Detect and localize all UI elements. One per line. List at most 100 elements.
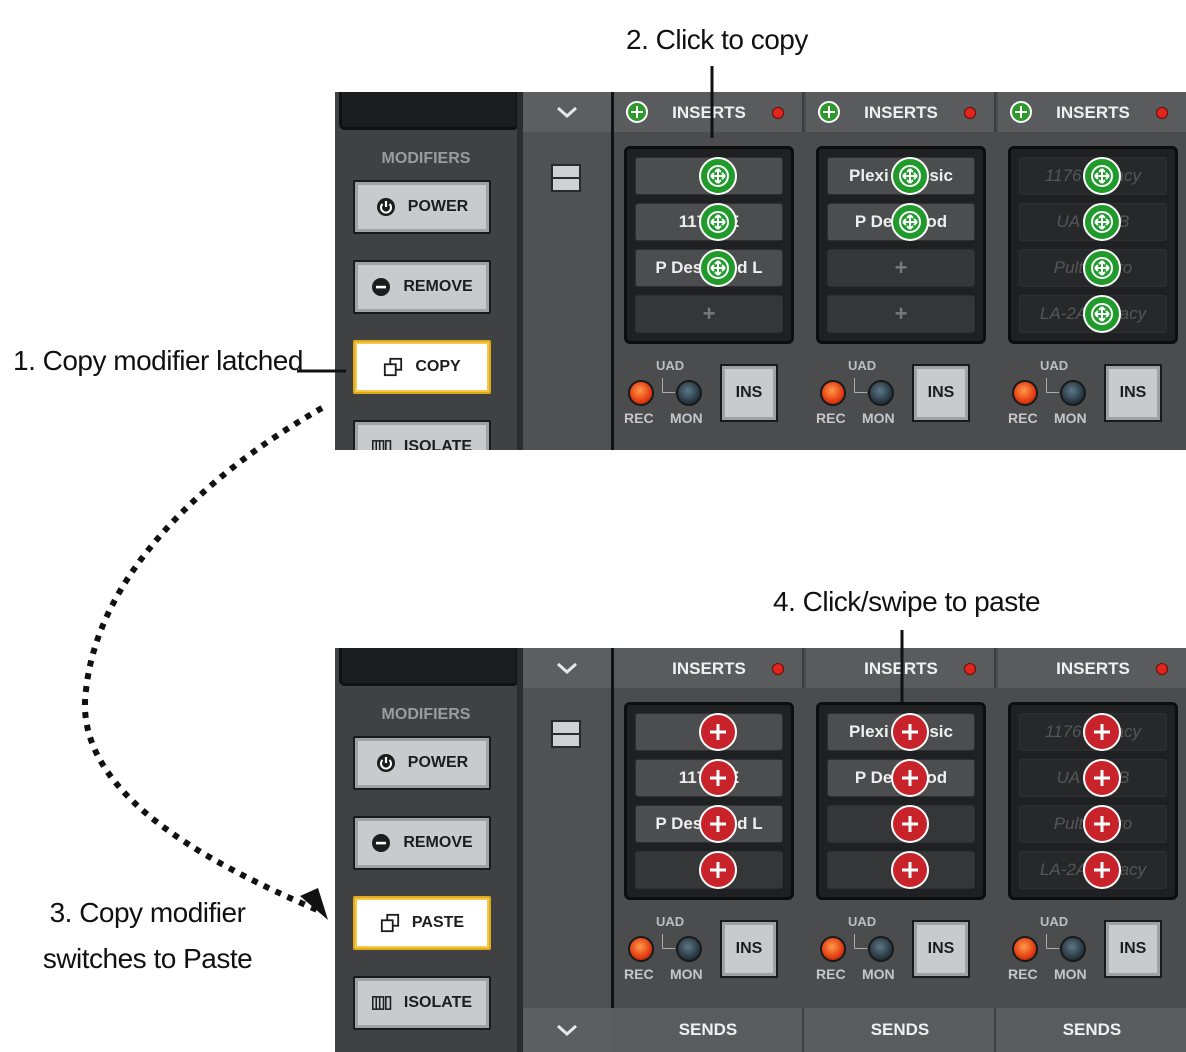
copy-label: COPY — [415, 358, 461, 375]
ins-button[interactable]: INS — [1104, 920, 1162, 978]
insert-slots: 1176 Legacy UA 610-B Pultec Pro LA-2A Le… — [1008, 702, 1178, 900]
rec-label: REC — [1008, 410, 1038, 426]
chevron-down-icon — [557, 106, 577, 119]
channel-strip-2: INSERTS Plexi Classic P Dest Mod + + UAD… — [806, 92, 996, 450]
copy-move-icon[interactable] — [1083, 203, 1121, 241]
isolate-button[interactable]: ISOLATE — [353, 976, 491, 1030]
uad-bracket — [662, 934, 675, 949]
uad-label: UAD — [848, 914, 877, 929]
copy-move-icon[interactable] — [699, 157, 737, 195]
mon-led[interactable] — [868, 380, 894, 406]
channel-strip-1: INSERTS 1176AE P Dest Mod L UAD REC MON … — [614, 648, 804, 1052]
remove-button[interactable]: REMOVE — [353, 816, 491, 870]
power-button[interactable]: POWER — [353, 736, 491, 790]
input-monitor-controls: UAD REC MON INS — [614, 356, 804, 430]
power-icon — [376, 753, 396, 773]
paste-button[interactable]: PASTE — [353, 896, 491, 950]
channel-strip-2: INSERTS Plexi Classic P Dest Mod UAD REC… — [806, 648, 996, 1052]
inserts-header[interactable]: INSERTS — [614, 92, 804, 132]
mon-led[interactable] — [676, 380, 702, 406]
sends-header[interactable]: SENDS — [998, 1008, 1186, 1052]
rec-led[interactable] — [1012, 936, 1038, 962]
annotation-step3: 3. Copy modifier switches to Paste — [40, 890, 255, 982]
layout-icon[interactable] — [551, 164, 581, 192]
minus-icon — [371, 277, 391, 297]
copy-move-icon[interactable] — [1083, 249, 1121, 287]
rec-led[interactable] — [820, 936, 846, 962]
insert-slots: Plexi Classic P Dest Mod — [816, 702, 986, 900]
remove-button[interactable]: REMOVE — [353, 260, 491, 314]
collapse-header[interactable] — [523, 92, 611, 132]
rec-label: REC — [1008, 966, 1038, 982]
dotted-arrow-path — [81, 405, 324, 915]
mon-label: MON — [862, 966, 895, 982]
copy-move-icon[interactable] — [1083, 157, 1121, 195]
paste-plus-icon[interactable] — [699, 713, 737, 751]
bottom-mixer-panel: MODIFIERS POWER REMOVE PASTE ISOLATE — [335, 648, 1186, 1052]
paste-plus-icon[interactable] — [699, 851, 737, 889]
dotted-arrow-head — [300, 888, 328, 920]
move-icon — [626, 101, 648, 123]
paste-label: PASTE — [411, 914, 465, 931]
copy-move-icon[interactable] — [891, 157, 929, 195]
sends-collapse-header[interactable] — [523, 1008, 611, 1052]
status-led — [964, 107, 976, 119]
sends-header[interactable]: SENDS — [614, 1008, 804, 1052]
power-label: POWER — [407, 754, 469, 771]
mon-led[interactable] — [1060, 380, 1086, 406]
move-icon — [1010, 101, 1032, 123]
copy-move-icon[interactable] — [699, 203, 737, 241]
insert-slot-empty[interactable]: + — [827, 249, 975, 287]
power-button[interactable]: POWER — [353, 180, 491, 234]
insert-slot-empty[interactable]: + — [635, 295, 783, 333]
rec-led[interactable] — [820, 380, 846, 406]
copy-move-icon[interactable] — [1083, 295, 1121, 333]
layout-icon[interactable] — [551, 720, 581, 748]
rec-led[interactable] — [628, 936, 654, 962]
ins-button[interactable]: INS — [720, 364, 778, 422]
insert-slots: 1176AE P Dest Mod L + — [624, 146, 794, 344]
uad-bracket — [662, 378, 675, 393]
inserts-header[interactable]: INSERTS — [806, 648, 996, 688]
channel-strip-1: INSERTS 1176AE P Dest Mod L + UAD REC MO… — [614, 92, 804, 450]
rec-led[interactable] — [628, 380, 654, 406]
ins-button[interactable]: INS — [720, 920, 778, 978]
paste-plus-icon[interactable] — [1083, 805, 1121, 843]
paste-plus-icon[interactable] — [891, 851, 929, 889]
inserts-header[interactable]: INSERTS — [998, 92, 1186, 132]
copy-move-icon[interactable] — [699, 249, 737, 287]
copy-button[interactable]: COPY — [353, 340, 491, 394]
uad-label: UAD — [1040, 914, 1069, 929]
isolate-button[interactable]: ISOLATE — [353, 420, 491, 450]
ins-button[interactable]: INS — [912, 920, 970, 978]
ins-button[interactable]: INS — [912, 364, 970, 422]
paste-plus-icon[interactable] — [891, 713, 929, 751]
input-monitor-controls: UAD REC MON INS — [806, 356, 996, 430]
insert-slot-empty[interactable]: + — [827, 295, 975, 333]
rec-led[interactable] — [1012, 380, 1038, 406]
paste-plus-icon[interactable] — [891, 805, 929, 843]
annotation-step4: 4. Click/swipe to paste — [773, 586, 1041, 617]
annotation-step3-line1: 3. Copy modifier — [49, 897, 246, 928]
minus-icon — [371, 833, 391, 853]
ins-button[interactable]: INS — [1104, 364, 1162, 422]
paste-plus-icon[interactable] — [699, 759, 737, 797]
copy-move-icon[interactable] — [891, 203, 929, 241]
sends-header[interactable]: SENDS — [806, 1008, 996, 1052]
paste-plus-icon[interactable] — [1083, 851, 1121, 889]
paste-plus-icon[interactable] — [1083, 759, 1121, 797]
paste-plus-icon[interactable] — [699, 805, 737, 843]
mon-led[interactable] — [676, 936, 702, 962]
channel-strip-3: INSERTS 1176 Legacy UA 610-B Pultec Pro … — [998, 648, 1186, 1052]
mon-led[interactable] — [1060, 936, 1086, 962]
display-box — [339, 92, 519, 130]
inserts-header[interactable]: INSERTS — [614, 648, 804, 688]
mon-led[interactable] — [868, 936, 894, 962]
collapse-header[interactable] — [523, 648, 611, 688]
paste-plus-icon[interactable] — [1083, 713, 1121, 751]
chevron-down-icon — [557, 1024, 577, 1037]
paste-plus-icon[interactable] — [891, 759, 929, 797]
inserts-header[interactable]: INSERTS — [998, 648, 1186, 688]
column-separator — [517, 648, 523, 1052]
inserts-header[interactable]: INSERTS — [806, 92, 996, 132]
